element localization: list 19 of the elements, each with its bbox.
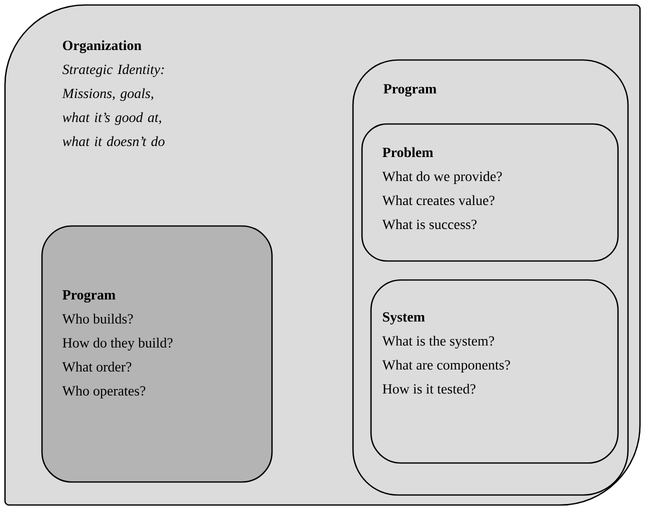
question-text: What order? [62,362,132,372]
heading: Organization [62,40,142,54]
question-text: How is it tested? [382,384,476,394]
heading: System [383,312,425,325]
question-text: How do they build? [62,338,172,350]
heading: Program [384,84,436,97]
heading: Program [62,290,116,303]
question-text: What do we provide? [382,171,502,184]
description-text: Strategic Identity: Missions, goals, what it’s good at, what it doesn’t do [62,64,165,146]
system-card [370,279,619,464]
question-text: Who operates? [62,386,146,398]
question-text: What is the system? [382,336,494,349]
question-text: What are components? [382,360,510,372]
problem-card [361,123,619,262]
question-text: What creates value? [382,195,494,206]
heading: Problem [382,147,434,158]
question-text: Who builds? [62,314,133,324]
question-text: What is success? [382,219,477,230]
program-card [41,225,273,483]
